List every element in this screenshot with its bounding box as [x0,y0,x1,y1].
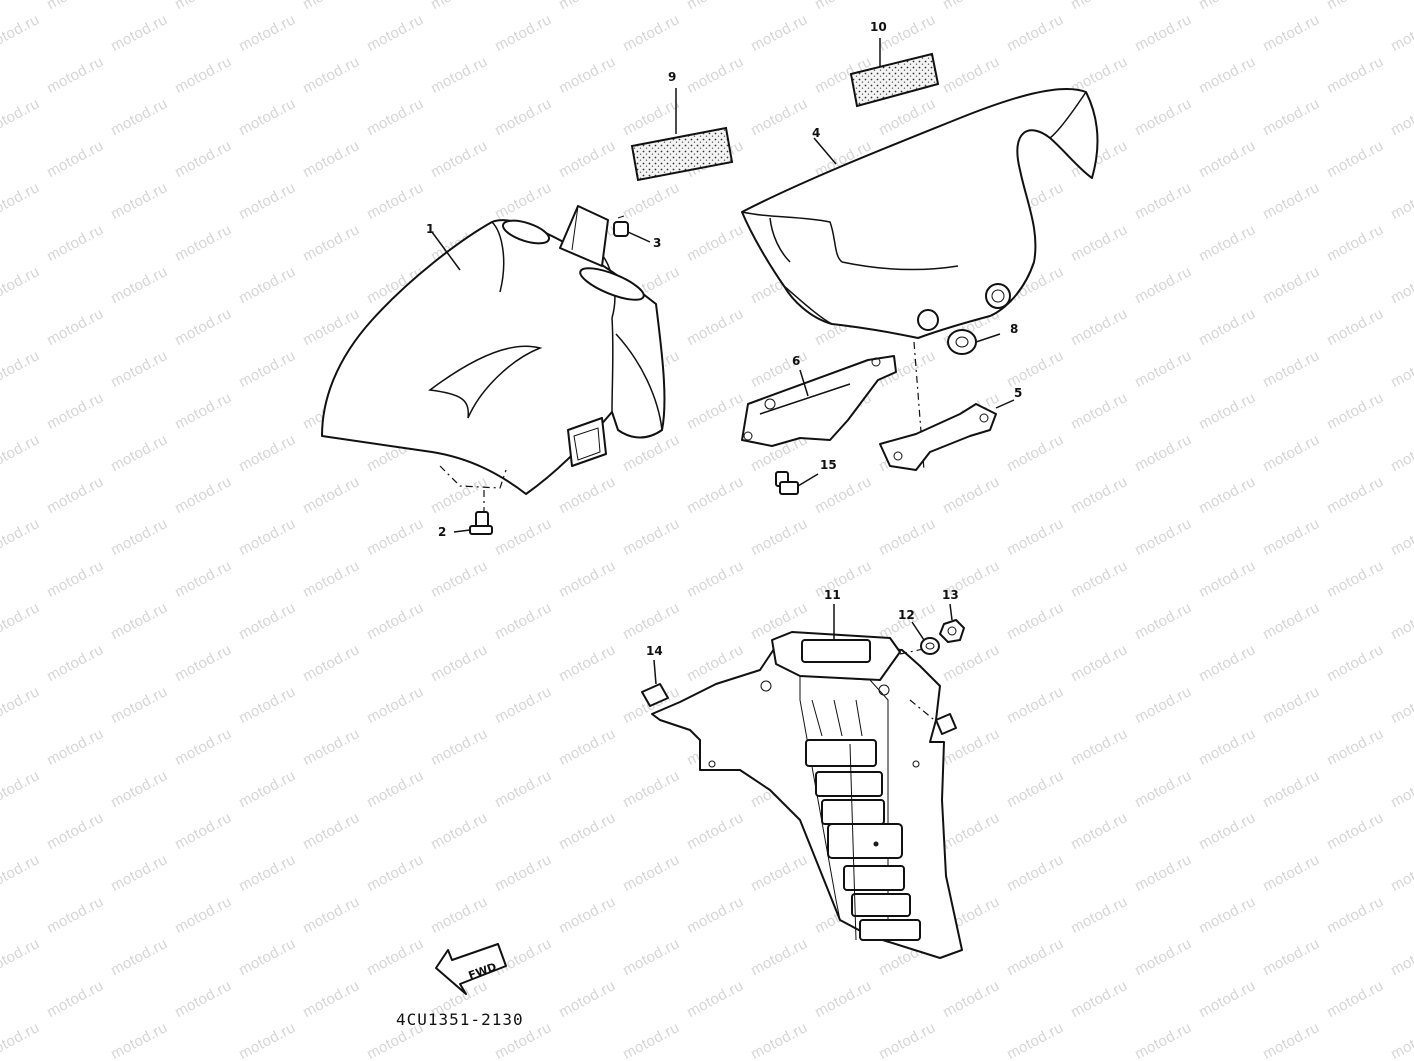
part-15-bolt [775,471,819,495]
callout-11: 11 [824,588,841,602]
callout-1: 1 [426,222,435,236]
part-6-bracket [741,355,897,447]
callout-6: 6 [792,354,801,368]
callout-13: 13 [942,588,959,602]
part-1-front-fender [321,205,666,512]
part-3-clip [613,215,651,243]
part-9-decal [630,88,734,182]
part-13-nut [939,603,965,643]
callout-10: 10 [870,20,887,34]
callout-5: 5 [1014,386,1023,400]
callout-2: 2 [438,525,447,539]
callout-8: 8 [1010,322,1019,336]
callout-12: 12 [898,608,915,622]
part-11-inner-fender [651,604,963,959]
callout-15: 15 [820,458,837,472]
part-4-rear-cowl [741,88,1099,339]
callout-9: 9 [668,70,677,84]
part-2-bolt [453,511,493,535]
grid-cells [805,739,921,941]
callout-3: 3 [653,236,662,250]
fwd-arrow-icon: FWD [435,943,507,995]
part-12-collar [911,621,940,655]
callout-14: 14 [646,644,663,658]
part-5-stay [879,399,1015,471]
part-10-decal [849,38,940,108]
diagram-code: 4CU1351-2130 [396,1010,524,1029]
callout-4: 4 [812,126,821,140]
part-14-clip [641,659,669,707]
part-8-grommet [947,329,1001,355]
